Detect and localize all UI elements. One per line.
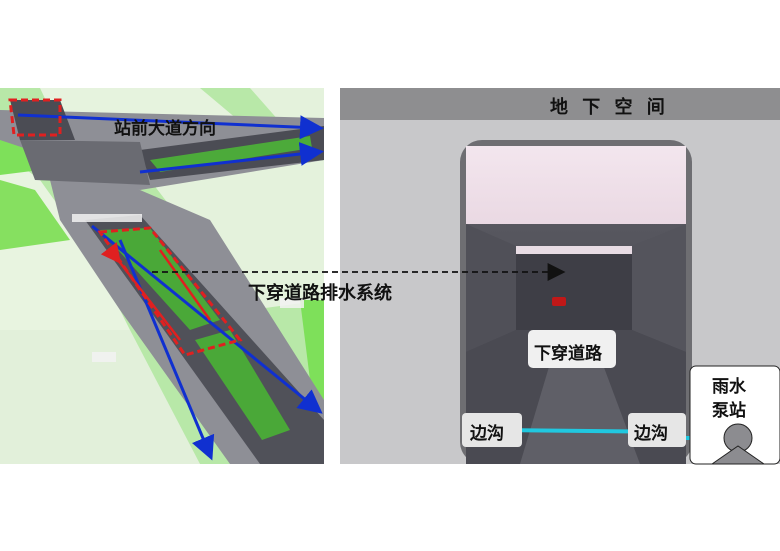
tunnel-label: 下穿道路	[534, 344, 602, 364]
road-direction-label: 站前大道方向	[114, 119, 216, 139]
pump-station-line2: 泵站	[712, 401, 746, 421]
left-gutter-label: 边沟	[470, 424, 504, 444]
drainage-system-label: 下穿道路排水系统	[248, 283, 392, 304]
right-gutter-label: 边沟	[634, 424, 668, 444]
header-title: 地 下 空 间	[550, 97, 669, 118]
left-panel-intersection	[0, 88, 324, 464]
header-bar	[340, 88, 780, 120]
pump-station-line1: 雨水	[712, 377, 746, 397]
